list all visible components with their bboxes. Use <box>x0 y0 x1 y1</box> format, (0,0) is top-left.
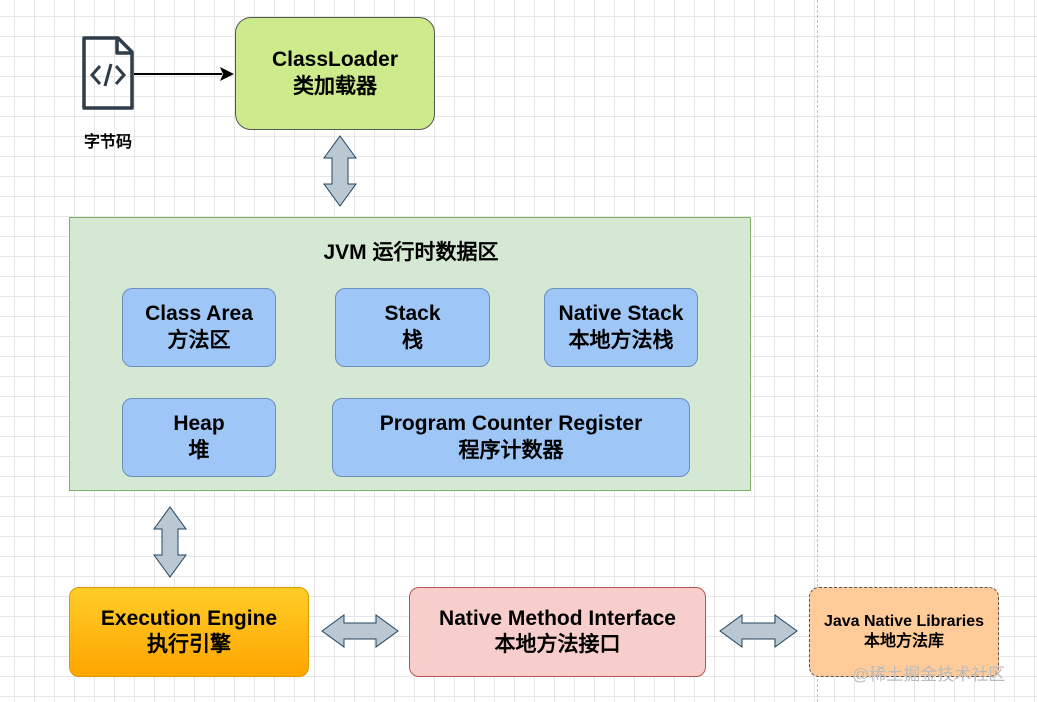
native-stack-subtitle: 本地方法栈 <box>568 328 674 352</box>
watermark: @稀土掘金技术社区 <box>852 665 1006 684</box>
bytecode-label: 字节码 <box>83 134 132 151</box>
dashed-guide-line <box>817 0 818 702</box>
native-stack-box: Native Stack 本地方法栈 <box>544 288 698 367</box>
pc-register-title: Program Counter Register <box>379 412 643 436</box>
execution-engine-subtitle: 执行引擎 <box>147 633 231 656</box>
stack-box: Stack 栈 <box>335 288 490 367</box>
classloader-title: ClassLoader <box>271 48 399 72</box>
native-libraries-title: Java Native Libraries <box>823 613 985 630</box>
execution-engine-title: Execution Engine <box>100 606 278 630</box>
heap-subtitle: 堆 <box>188 438 210 462</box>
classloader-subtitle: 类加载器 <box>293 74 377 98</box>
arrow-runtime-engine <box>153 506 187 578</box>
arrow-nmi-libs <box>719 614 798 648</box>
stack-subtitle: 栈 <box>402 328 423 352</box>
native-libraries-subtitle: 本地方法库 <box>863 633 944 650</box>
native-stack-title: Native Stack <box>558 302 684 326</box>
file-code-icon <box>82 36 134 110</box>
pc-register-box: Program Counter Register 程序计数器 <box>332 398 690 477</box>
arrow-bytecode-to-classloader <box>134 67 234 81</box>
classloader-box: ClassLoader 类加载器 <box>235 17 435 130</box>
arrow-engine-nmi <box>321 614 399 648</box>
class-area-subtitle: 方法区 <box>167 328 231 352</box>
runtime-data-area: JVM 运行时数据区 Class Area 方法区 Stack 栈 Native… <box>69 217 751 491</box>
arrow-classloader-runtime <box>323 135 357 207</box>
class-area-title: Class Area <box>145 302 253 326</box>
execution-engine-box: Execution Engine 执行引擎 <box>69 587 309 677</box>
stack-title: Stack <box>384 302 441 326</box>
heap-title: Heap <box>173 412 225 436</box>
native-libraries-box: Java Native Libraries 本地方法库 <box>809 587 999 677</box>
heap-box: Heap 堆 <box>122 398 276 477</box>
class-area-box: Class Area 方法区 <box>122 288 276 367</box>
pc-register-subtitle: 程序计数器 <box>458 438 564 462</box>
native-method-interface-subtitle: 本地方法接口 <box>494 633 621 656</box>
native-method-interface-title: Native Method Interface <box>439 606 676 630</box>
native-method-interface-box: Native Method Interface 本地方法接口 <box>409 587 706 677</box>
runtime-title: JVM 运行时数据区 <box>323 241 499 264</box>
